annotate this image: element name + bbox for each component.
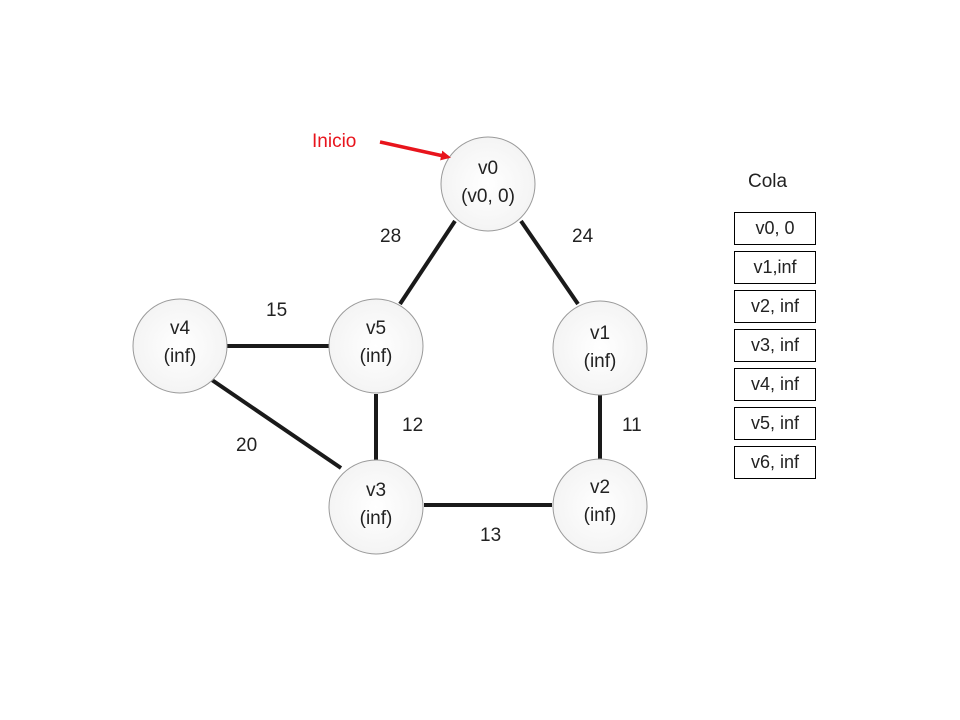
node-v1-label: v1 (inf): [550, 320, 650, 375]
node-v4-name: v4: [169, 318, 191, 339]
edge-weight-v5-v3: 12: [402, 415, 424, 436]
node-v3-label: v3 (inf): [326, 477, 426, 532]
edge-weight-v3-v2: 13: [480, 525, 502, 546]
start-label: Inicio: [312, 131, 357, 152]
node-v3-value: (inf): [359, 507, 393, 529]
node-v1-name: v1: [589, 323, 611, 344]
queue-item: v0, 0: [734, 212, 816, 245]
queue-title: Cola: [748, 171, 788, 192]
node-v0: [440, 136, 536, 232]
edge-v4-v3: [207, 376, 343, 470]
node-v2-value: (inf): [583, 504, 617, 526]
start-arrow: [379, 140, 451, 161]
queue-item: v6, inf: [734, 446, 816, 479]
queue-item: v4, inf: [734, 368, 816, 401]
queue-item: v1,inf: [734, 251, 816, 284]
node-v1-value: (inf): [583, 350, 617, 372]
node-v4: [132, 298, 228, 394]
edge-weight-v4-v5: 15: [266, 300, 288, 321]
queue-item: v5, inf: [734, 407, 816, 440]
queue-item: v3, inf: [734, 329, 816, 362]
node-v5-name: v5: [365, 318, 387, 339]
node-v4-label: v4 (inf): [130, 315, 230, 370]
node-v1: [552, 300, 648, 396]
edge-weight-v1-v2: 11: [622, 415, 642, 436]
edge-weight-v4-v3: 20: [236, 435, 258, 456]
edge-v0-v1: [519, 219, 580, 306]
queue-item: v2, inf: [734, 290, 816, 323]
node-v5-value: (inf): [359, 345, 393, 367]
edge-v0-v5: [398, 219, 457, 306]
node-v4-value: (inf): [163, 345, 197, 367]
node-v3: [328, 459, 424, 555]
edge-weight-v0-v5: 28: [380, 226, 402, 247]
node-v5-label: v5 (inf): [326, 315, 426, 370]
node-v2-label: v2 (inf): [550, 474, 650, 529]
node-v5: [328, 298, 424, 394]
node-v3-name: v3: [365, 480, 387, 501]
node-v0-value: (v0, 0): [461, 185, 515, 207]
queue: v0, 0 v1,inf v2, inf v3, inf v4, inf v5,…: [734, 212, 816, 485]
edge-weight-v0-v1: 24: [572, 226, 594, 247]
node-v0-name: v0: [477, 158, 499, 179]
node-v2-name: v2: [589, 477, 611, 498]
node-v2: [552, 458, 648, 554]
node-v0-label: v0 (v0, 0): [438, 155, 538, 210]
